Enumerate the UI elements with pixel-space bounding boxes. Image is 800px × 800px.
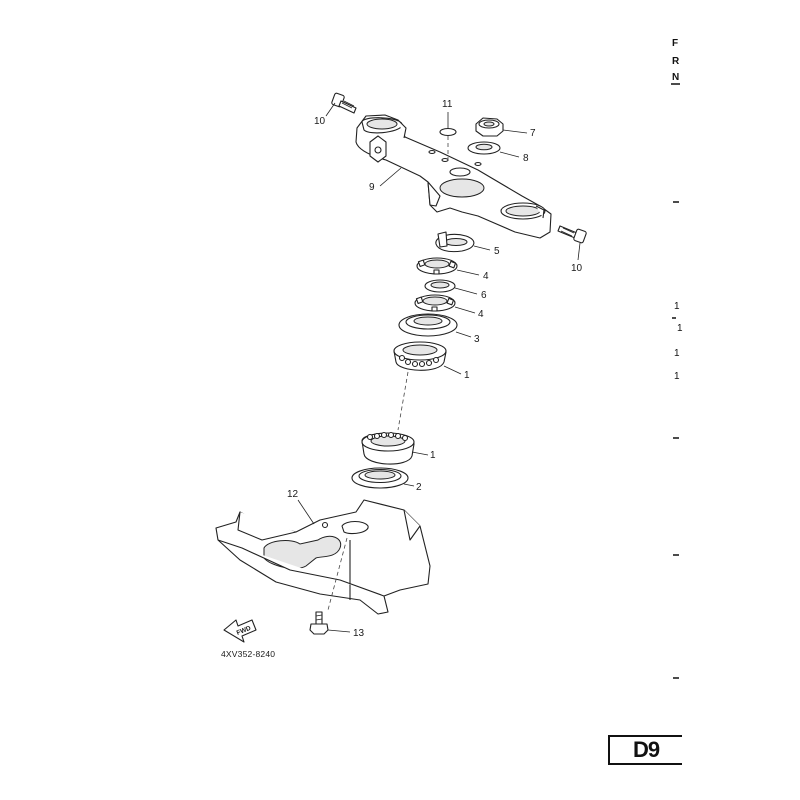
edge-number-2: 1: [677, 323, 683, 334]
edge-number-4: 1: [674, 371, 680, 382]
cap-11: [439, 112, 457, 164]
callout-4-lower: 4: [478, 309, 484, 320]
upper-bracket-9: [355, 114, 552, 239]
nut-7: [475, 117, 528, 137]
cropped-edge-text: F R N 1 1 1 1: [671, 38, 683, 679]
bolt-13: [309, 611, 351, 635]
callout-10-right: 10: [571, 263, 583, 274]
callout-5: 5: [494, 246, 500, 257]
edge-letter-n: N: [672, 72, 679, 83]
fwd-arrow-icon: FWD: [223, 619, 257, 643]
callout-6: 6: [481, 290, 487, 301]
edge-letter-f: F: [672, 38, 678, 49]
page-label-box: D9: [608, 735, 682, 765]
steering-axis-line: [397, 371, 409, 431]
rubber-washer-6: [424, 279, 478, 295]
lock-washer-5: [435, 231, 491, 253]
bolt-10-right: [557, 225, 587, 261]
callout-11: 11: [442, 99, 453, 110]
washer-8: [467, 141, 520, 158]
bearing-1-lower: [361, 431, 429, 465]
page-label: D9: [632, 737, 660, 762]
lower-bracket-12: [215, 499, 431, 615]
edge-number-3: 1: [674, 348, 680, 359]
drawing-code: 4XV352-8240: [221, 649, 275, 659]
bearing-1-upper: [393, 341, 462, 375]
callout-13: 13: [353, 628, 365, 639]
callout-12: 12: [287, 489, 299, 500]
callout-3: 3: [474, 334, 480, 345]
bolt-10-upper: [325, 92, 357, 117]
callout-2: 2: [416, 482, 422, 493]
callout-1-lower: 1: [430, 450, 436, 461]
seal-2: [351, 467, 415, 489]
edge-number-1: 1: [674, 301, 680, 312]
callout-9: 9: [369, 182, 375, 193]
edge-letter-r: R: [672, 56, 680, 67]
bearing-cover-3: [398, 313, 472, 338]
callout-4-upper: 4: [483, 271, 489, 282]
callout-1-upper: 1: [464, 370, 470, 381]
callout-8: 8: [523, 153, 529, 164]
callout-7: 7: [530, 128, 536, 139]
ring-nut-4-upper: [416, 257, 480, 276]
ring-nut-4-lower: [414, 294, 476, 314]
callout-10-upper: 10: [314, 116, 326, 127]
